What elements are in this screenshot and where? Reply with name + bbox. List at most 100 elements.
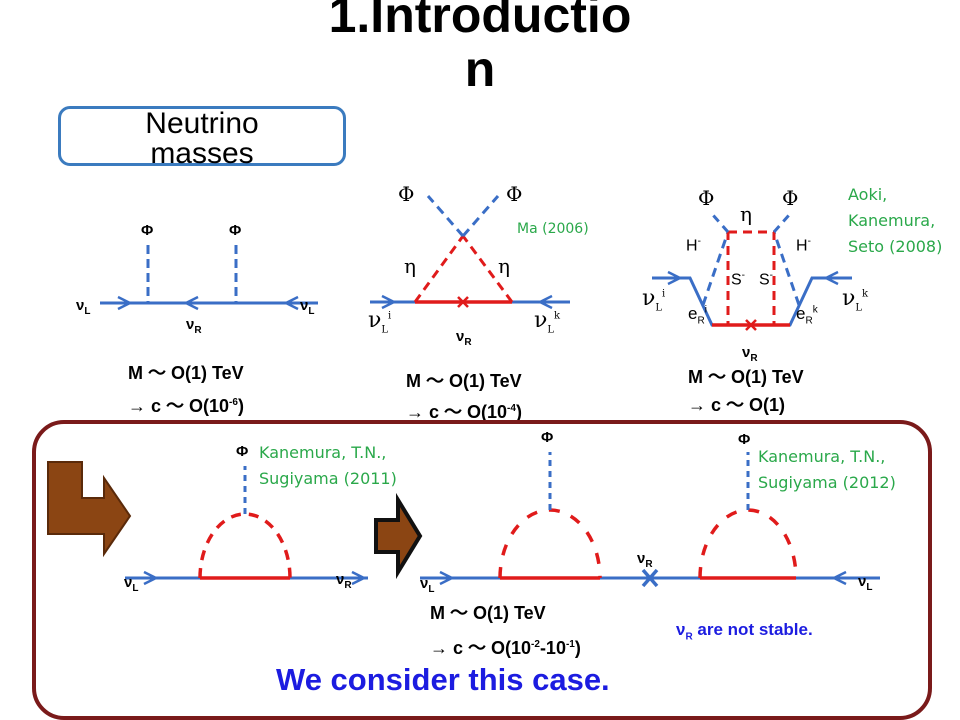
subscript: R (344, 580, 352, 591)
superscript: - (769, 270, 774, 281)
s-symbol: S (759, 271, 770, 289)
diagram-5-lines (420, 452, 880, 588)
d4-phi: Φ (236, 443, 249, 460)
coupling-exponent: -6 (229, 397, 238, 408)
d1-phi-right: Φ (229, 222, 242, 239)
diagram-1-lines (100, 245, 318, 311)
subscript: R (194, 325, 202, 336)
superscript: k (554, 310, 561, 322)
topic-box: Neutrino masses (58, 106, 346, 169)
conclusion-text: We consider this case. (276, 662, 610, 697)
superscript: i (704, 304, 707, 316)
d2-nuR: νR (456, 328, 472, 348)
subscript: L (855, 302, 863, 314)
d1-mass: M ～ O(1) TeV (128, 363, 244, 383)
slide-title: 1.Introductio n (0, 0, 960, 96)
d5-mass: M ～ O(1) TeV (430, 603, 546, 623)
d1-nuR: νR (186, 316, 202, 336)
h-symbol: H (686, 237, 698, 255)
subscript: R (464, 337, 472, 348)
coupling-prefix: → c ～ O(10 (430, 638, 532, 658)
nu-symbol: ν (534, 308, 548, 333)
d2-nuL-right: νLk (534, 308, 560, 335)
superscript: k (862, 288, 869, 300)
nu-symbol: ν (76, 297, 85, 314)
title-line-2: n (464, 41, 496, 97)
citation-line-3: Seto (2008) (848, 237, 943, 256)
superscript: k (812, 304, 818, 316)
subscript: L (428, 584, 435, 595)
coupling-prefix: → c ～ O(10 (406, 402, 508, 422)
subscript: R (685, 631, 693, 643)
citation-line-1: Kanemura, T.N., (259, 443, 387, 462)
d1-nuL-left: νL (76, 297, 90, 317)
nu-symbol: ν (742, 344, 751, 361)
subscript: L (132, 583, 139, 594)
coupling-exponent: -4 (507, 403, 516, 414)
right-arrow-icon (374, 492, 423, 580)
d3-nuL-left: νLi (642, 286, 665, 313)
citation-line-1: Kanemura, T.N., (758, 447, 886, 466)
nu-symbol: ν (456, 328, 465, 345)
citation-line-2: Sugiyama (2012) (758, 473, 896, 492)
d2-coupling: → c ～ O(10-4) (406, 398, 522, 423)
superscript: i (662, 288, 666, 300)
d5-nuR: νR (637, 550, 653, 570)
d4-citation: Kanemura, T.N., Sugiyama (2011) (259, 440, 397, 492)
subscript: L (655, 302, 663, 314)
d2-phi-left: Φ (398, 182, 415, 206)
nu-symbol: ν (300, 297, 309, 314)
citation-line-2: Sugiyama (2011) (259, 469, 397, 488)
nu-symbol: ν (186, 316, 195, 333)
d1-phi-left: Φ (141, 222, 154, 239)
not-stable-note: νR are not stable. (676, 620, 813, 642)
superscript: i (388, 310, 392, 322)
d2-nuL-left: νLi (368, 308, 391, 335)
subscript: L (84, 306, 91, 317)
diagram-2-lines (370, 195, 570, 310)
subscript: L (308, 306, 315, 317)
nu-symbol: ν (842, 286, 856, 311)
coupling-exponent-1: -2 (531, 639, 540, 650)
d5-nuL-left: νL (420, 575, 434, 595)
highlight-frame (32, 420, 932, 720)
d5-phi-left: Φ (541, 429, 554, 446)
d3-citation: Aoki, Kanemura, Seto (2008) (848, 182, 942, 260)
nu-symbol: ν (637, 550, 646, 567)
d3-eta: η (740, 202, 752, 226)
d2-eta-right: η (498, 254, 510, 278)
coupling-exponent-2: -1 (565, 639, 575, 650)
d5-nuL-right: νL (858, 573, 872, 593)
d2-eta-left: η (404, 254, 416, 278)
d3-nuL-right: νLk (842, 286, 868, 313)
d3-hminus-right: H- (796, 236, 811, 255)
nu-symbol: ν (676, 620, 686, 639)
d5-citation: Kanemura, T.N., Sugiyama (2012) (758, 444, 896, 496)
citation-line-1: Aoki, (848, 185, 888, 204)
superscript: - (697, 236, 701, 247)
d3-eR-right: eRk (796, 304, 818, 326)
d2-citation: Ma (2006) (517, 221, 589, 237)
diagram-3-lines (652, 213, 852, 331)
d3-phi-right: Φ (782, 186, 799, 210)
d3-s-right: S- (759, 270, 773, 289)
coupling-suffix: ) (574, 638, 581, 658)
nu-symbol: ν (642, 286, 656, 311)
subscript: R (750, 353, 758, 364)
coupling-suffix: ) (515, 402, 522, 422)
nu-symbol: ν (336, 571, 345, 588)
h-symbol: H (796, 237, 808, 255)
d3-nuR: νR (742, 344, 758, 364)
topic-line-1: Neutrino (145, 107, 259, 140)
e-symbol: e (796, 304, 806, 323)
d1-nuL-right: νL (300, 297, 314, 317)
coupling-suffix: ) (237, 396, 244, 416)
hook-arrow-icon (47, 461, 132, 558)
nu-symbol: ν (368, 308, 382, 333)
d5-coupling: → c ～ O(10-2-10-1) (430, 634, 581, 659)
subscript: L (866, 582, 873, 593)
d2-mass: M ～ O(1) TeV (406, 371, 522, 391)
s-symbol: S (731, 271, 742, 289)
diagram-4-lines (125, 466, 368, 586)
